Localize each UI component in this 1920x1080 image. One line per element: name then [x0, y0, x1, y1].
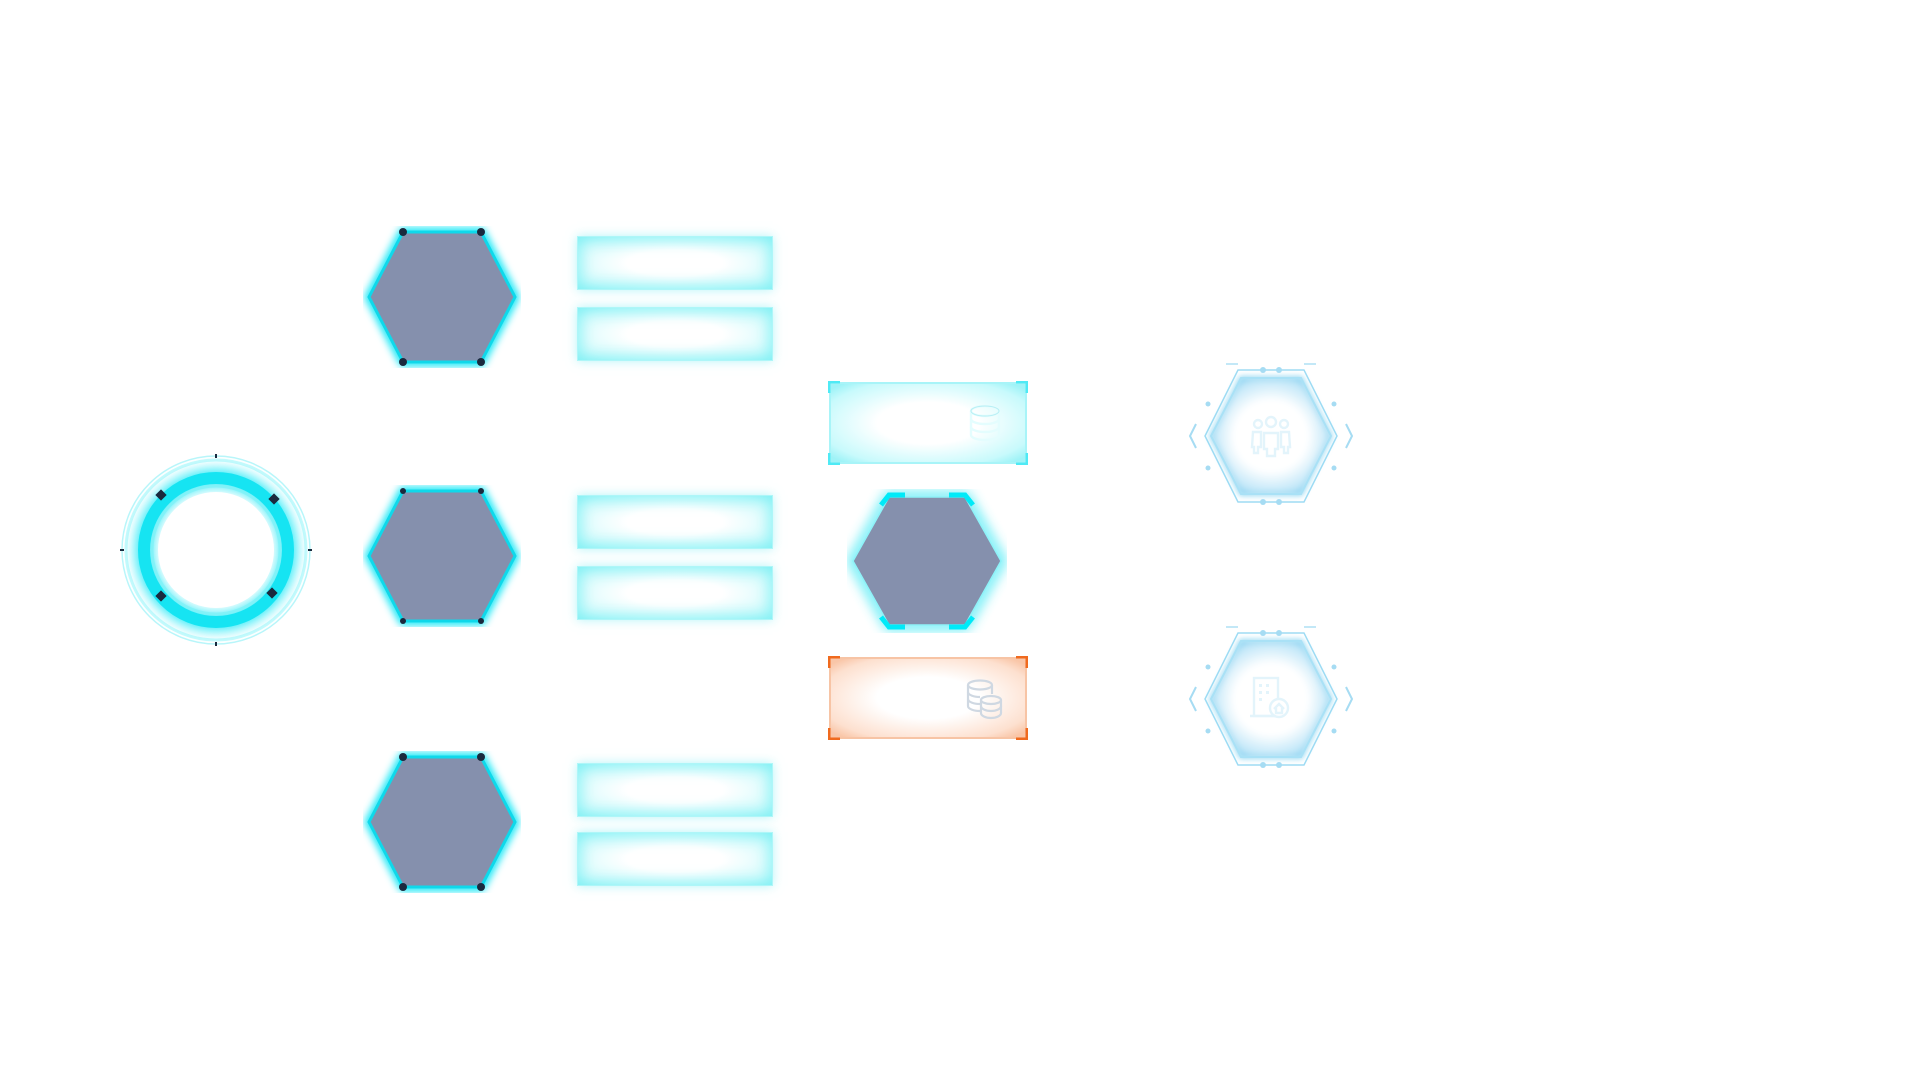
outline-hexagon: [1188, 363, 1354, 505]
hex-node-center[interactable]: [847, 489, 1007, 633]
glow-panel[interactable]: [577, 832, 773, 886]
panel-text: [578, 764, 772, 816]
glow-panel[interactable]: [577, 236, 773, 290]
card-text: [828, 381, 1028, 465]
team-hex-node[interactable]: [1186, 356, 1356, 516]
panel-text: [578, 237, 772, 289]
hex-node-label: [847, 489, 1007, 633]
hex-node-label: [363, 485, 521, 627]
database-card[interactable]: [827, 380, 1029, 466]
building-icon: [1250, 676, 1290, 719]
card-frame: [827, 655, 1029, 741]
hex-node-label: [363, 226, 521, 368]
database-stack-icon: [966, 679, 1003, 720]
panel-text: [578, 496, 772, 548]
panel-text: [578, 833, 772, 885]
hex-node[interactable]: [363, 751, 521, 893]
card-text: [828, 656, 1028, 740]
glow-panel[interactable]: [577, 566, 773, 620]
hexagon-shape: [364, 753, 520, 891]
hex-node[interactable]: [363, 485, 521, 627]
team-icon: [1250, 415, 1292, 458]
database-icon: [969, 404, 1001, 442]
building-hex-node[interactable]: [1186, 619, 1356, 779]
glow-panel[interactable]: [577, 763, 773, 817]
database-card-alert[interactable]: [827, 655, 1029, 741]
hexagon-shape: [364, 228, 520, 366]
hexagon-shape: [847, 492, 1007, 630]
hexagon-shape: [364, 487, 520, 625]
glow-panel[interactable]: [577, 307, 773, 361]
glowing-ring-icon: [120, 454, 312, 646]
hex-node[interactable]: [363, 226, 521, 368]
hex-node-label: [363, 751, 521, 893]
outline-hexagon: [1188, 626, 1354, 768]
panel-text: [578, 567, 772, 619]
glow-panel[interactable]: [577, 495, 773, 549]
panel-text: [578, 308, 772, 360]
